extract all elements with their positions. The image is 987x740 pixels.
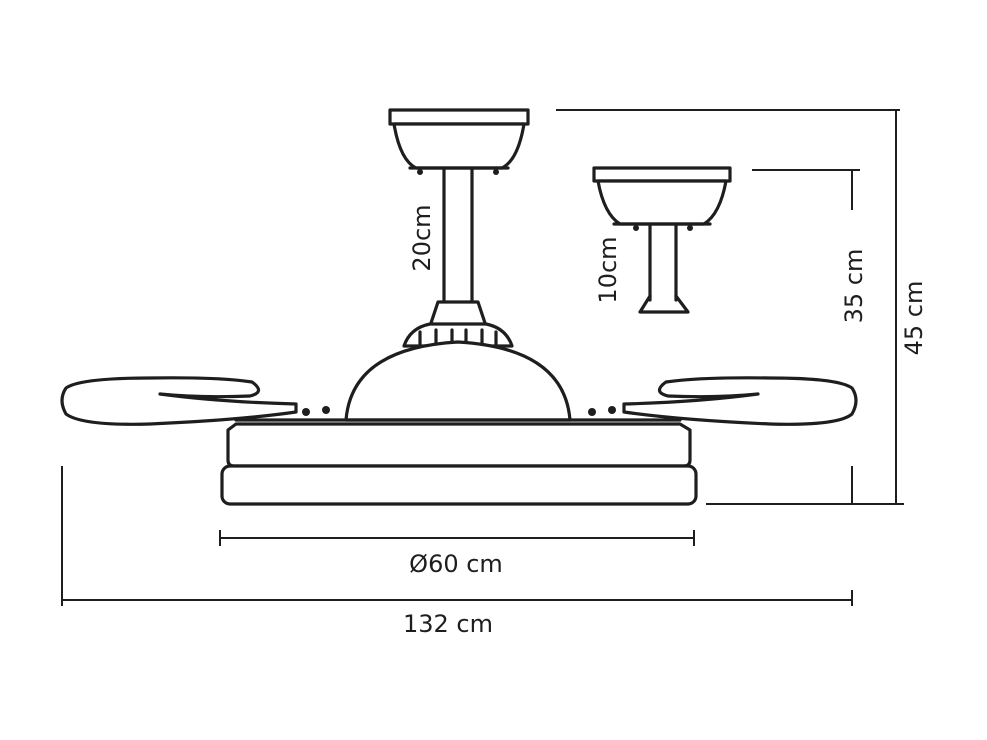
ceiling-canopy-main [388, 108, 530, 175]
dimension-height-short [752, 169, 860, 504]
label-height-short: 35 cm [840, 249, 868, 324]
motor-collar [402, 300, 514, 348]
blade-right [588, 376, 858, 426]
label-height-long: 45 cm [900, 281, 928, 356]
dimension-height-long [556, 109, 904, 505]
blade-left [60, 376, 330, 426]
label-rod-short: 10cm [594, 236, 622, 303]
dimension-span [61, 466, 853, 606]
downrod-long [442, 168, 474, 304]
label-rod-long: 20cm [408, 204, 436, 271]
ceiling-canopy-alt [592, 166, 732, 231]
light-housing [220, 418, 698, 506]
downrod-short [638, 224, 690, 314]
label-diameter: Ø60 cm [409, 550, 503, 578]
motor-dome [344, 340, 572, 422]
label-span: 132 cm [403, 610, 493, 638]
dimension-diameter [219, 530, 695, 546]
